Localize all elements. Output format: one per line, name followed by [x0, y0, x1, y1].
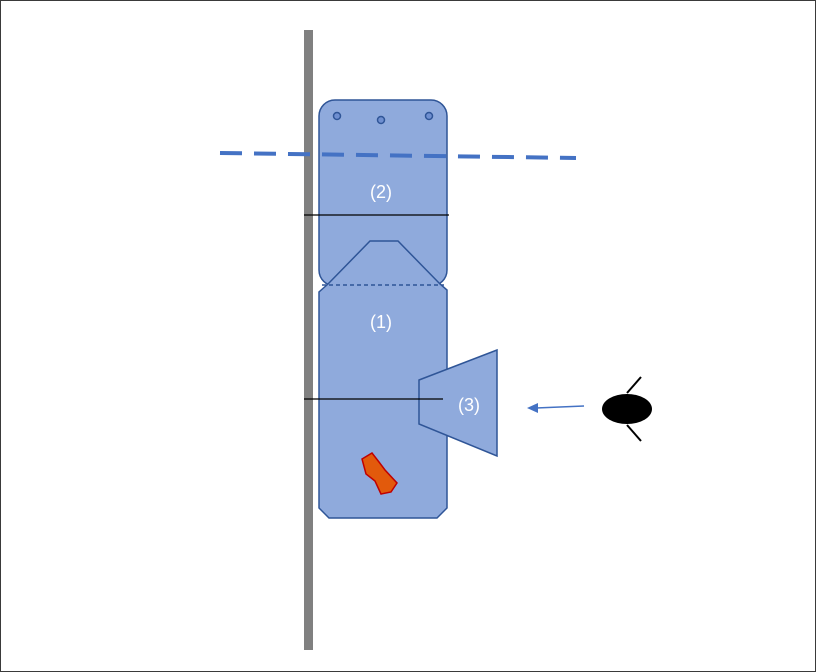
- screw-middle: [376, 115, 386, 125]
- label-part-2: (2): [370, 182, 392, 202]
- lower-segment: [318, 240, 448, 519]
- label-part-3: (3): [458, 395, 480, 415]
- defect-marker: [361, 452, 398, 495]
- vertical-wall: [304, 30, 313, 650]
- screw-left: [332, 111, 342, 121]
- label-part-1: (1): [370, 312, 392, 332]
- arrow-left-icon: [527, 403, 585, 413]
- screw-right: [424, 111, 434, 121]
- eye-icon: [602, 376, 652, 442]
- side-cone: [418, 348, 498, 458]
- level-dashed-line: [219, 151, 577, 160]
